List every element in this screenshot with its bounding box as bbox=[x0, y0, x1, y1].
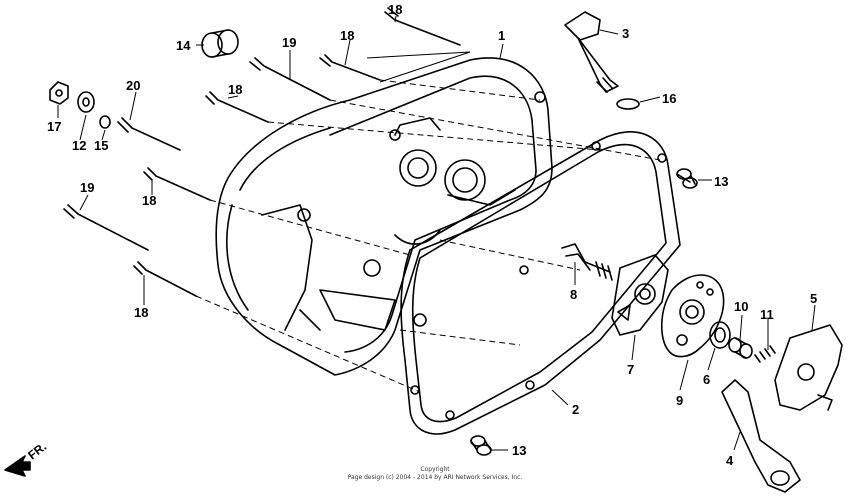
callout-5: 5 bbox=[810, 291, 817, 306]
bolt-18-upper bbox=[319, 54, 381, 81]
crankcase-cover bbox=[215, 57, 553, 376]
leader-line bbox=[733, 431, 741, 451]
bolt-19-lower bbox=[63, 204, 149, 251]
callout-15: 15 bbox=[94, 138, 108, 153]
front-direction-arrow bbox=[4, 455, 31, 477]
oil-filler-cap bbox=[564, 11, 619, 93]
nut bbox=[49, 81, 69, 105]
bolt-18-lower bbox=[143, 167, 211, 201]
copyright-notice: Copyright Page design (c) 2004 - 2014 by… bbox=[320, 466, 550, 482]
callout-16: 16 bbox=[662, 91, 676, 106]
callout-8: 8 bbox=[570, 287, 577, 302]
leader-line bbox=[551, 389, 569, 406]
stud-shaft bbox=[561, 243, 613, 281]
callout-20: 20 bbox=[126, 78, 140, 93]
alignment-line bbox=[195, 295, 421, 393]
alignment-line bbox=[209, 199, 411, 256]
callout-13-lower: 13 bbox=[512, 443, 526, 458]
callout-2: 2 bbox=[572, 402, 579, 417]
lifter bbox=[774, 324, 843, 411]
copyright-title: Copyright bbox=[420, 466, 450, 473]
bolt-18-mid bbox=[205, 91, 269, 123]
o-ring bbox=[616, 98, 640, 110]
callout-14: 14 bbox=[176, 38, 191, 53]
copyright-text: Page design (c) 2004 - 2014 by ARI Netwo… bbox=[347, 474, 523, 481]
front-direction-label: FR. bbox=[25, 439, 49, 462]
leader-line bbox=[79, 114, 87, 141]
alignment-line bbox=[329, 99, 661, 161]
leader-line bbox=[129, 91, 137, 121]
leader-line bbox=[631, 334, 636, 361]
spring bbox=[754, 345, 776, 363]
dowel-pin-upper bbox=[676, 168, 698, 189]
callout-13-upper: 13 bbox=[714, 174, 728, 189]
leader-line bbox=[679, 359, 689, 391]
spacer bbox=[728, 337, 753, 359]
leader-line bbox=[101, 129, 106, 141]
callout-9: 9 bbox=[676, 393, 683, 408]
oil-seal bbox=[201, 29, 239, 58]
bolt-20 bbox=[117, 117, 181, 151]
leader-line bbox=[499, 43, 504, 59]
bolt-19-upper bbox=[249, 57, 331, 101]
callout-19-lower: 19 bbox=[80, 180, 94, 195]
washer-12 bbox=[77, 91, 95, 113]
callout-17: 17 bbox=[47, 119, 61, 134]
callout-6: 6 bbox=[703, 372, 710, 387]
leader-line bbox=[707, 347, 716, 371]
leader-line bbox=[79, 194, 89, 211]
callout-12: 12 bbox=[72, 138, 86, 153]
dowel-pin-lower bbox=[470, 435, 492, 456]
alignment-line bbox=[439, 239, 581, 271]
alignment-line bbox=[267, 121, 601, 151]
gasket bbox=[400, 131, 681, 435]
callout-4: 4 bbox=[726, 453, 734, 468]
callout-3: 3 bbox=[622, 26, 629, 41]
leader-line bbox=[639, 96, 661, 103]
leader-line bbox=[739, 314, 743, 341]
leader-line bbox=[366, 51, 471, 83]
collar bbox=[709, 321, 731, 349]
callout-18-bottom: 18 bbox=[134, 305, 148, 320]
alignment-line bbox=[379, 79, 541, 101]
plate bbox=[611, 254, 669, 336]
callout-18-mid: 18 bbox=[228, 82, 242, 97]
leader-line bbox=[227, 95, 239, 99]
callout-18-upper: 18 bbox=[340, 28, 354, 43]
bolt-18-bottom bbox=[133, 261, 197, 297]
callout-19-upper: 19 bbox=[282, 35, 296, 50]
leader-line bbox=[344, 39, 351, 66]
callout-1: 1 bbox=[498, 28, 505, 43]
washer-15 bbox=[99, 115, 111, 129]
lever-arm bbox=[721, 379, 801, 493]
leader-line bbox=[811, 304, 816, 331]
callout-18-lower: 18 bbox=[142, 193, 156, 208]
leader-line bbox=[394, 15, 397, 23]
cam-plate bbox=[660, 274, 725, 358]
callout-11: 11 bbox=[760, 307, 774, 322]
callout-18-top: 18 bbox=[388, 2, 402, 17]
leader-line bbox=[599, 29, 619, 35]
callout-10: 10 bbox=[734, 299, 748, 314]
callout-7: 7 bbox=[627, 362, 634, 377]
alignment-line bbox=[399, 329, 521, 346]
